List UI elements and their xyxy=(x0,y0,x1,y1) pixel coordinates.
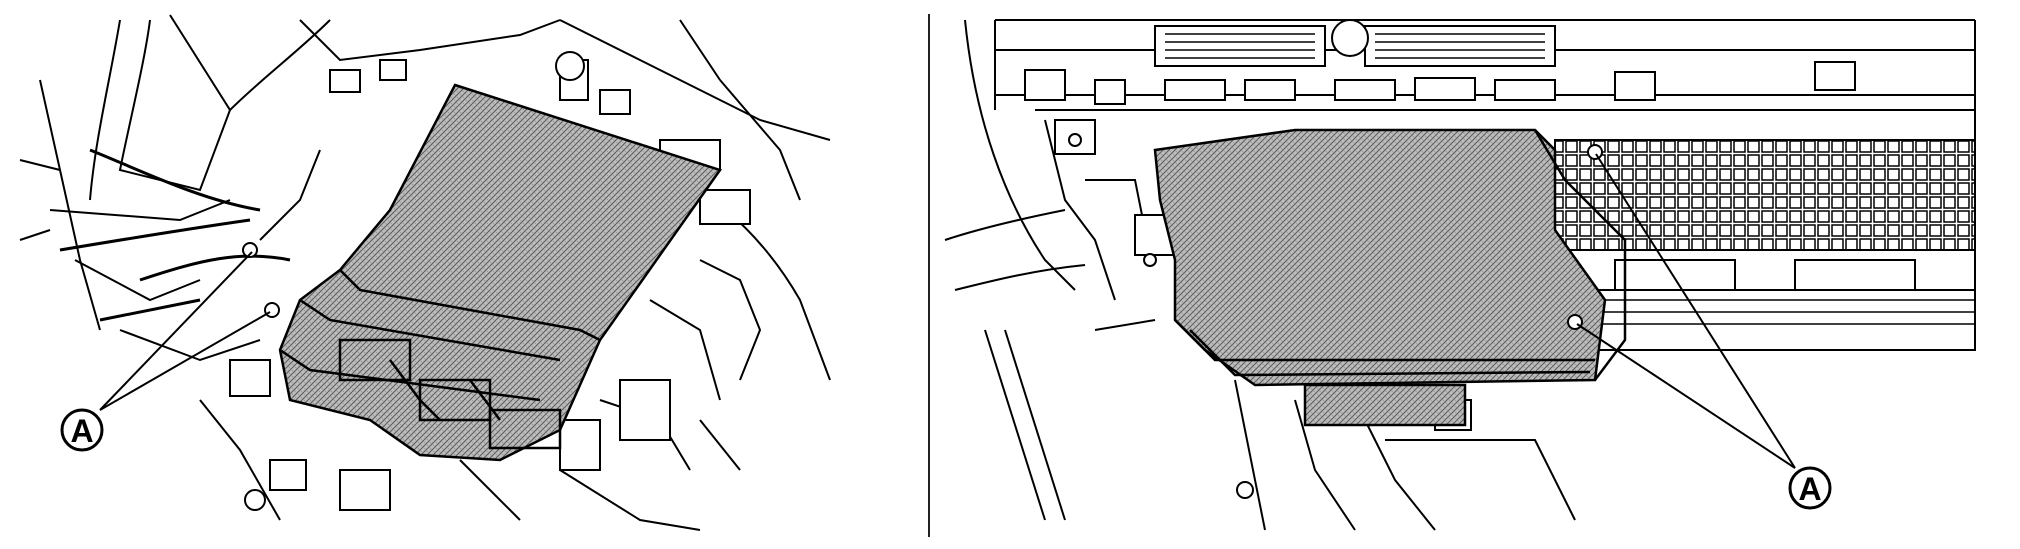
view-divider xyxy=(928,14,930,537)
right-callout-label: A xyxy=(1798,471,1821,507)
left-harness xyxy=(59,148,291,322)
right-callout-circle xyxy=(1788,466,1832,510)
left-callout: A xyxy=(60,251,271,452)
left-callout-label: A xyxy=(70,413,93,449)
right-left-structure xyxy=(944,19,1576,531)
left-leader-line-1 xyxy=(99,251,253,411)
left-callout-circle xyxy=(60,408,104,452)
right-airbag-module xyxy=(1153,128,1627,427)
left-view-panel: A xyxy=(0,0,930,544)
left-view-drawing: A xyxy=(19,14,831,531)
right-view-panel: A xyxy=(935,0,2020,544)
right-top-vents xyxy=(1024,19,1856,105)
right-callout: A xyxy=(1576,153,1832,510)
right-view-drawing: A xyxy=(944,19,1976,531)
left-leader-line-2 xyxy=(99,311,271,411)
left-mounting-bolts xyxy=(242,242,280,318)
right-vent-slats xyxy=(1165,33,1545,59)
left-airbag-module xyxy=(278,83,723,462)
right-leader-line-1 xyxy=(1595,153,1796,469)
right-leader-line-2 xyxy=(1576,323,1796,469)
left-brackets xyxy=(229,51,751,511)
right-side-grille xyxy=(1554,139,1976,351)
